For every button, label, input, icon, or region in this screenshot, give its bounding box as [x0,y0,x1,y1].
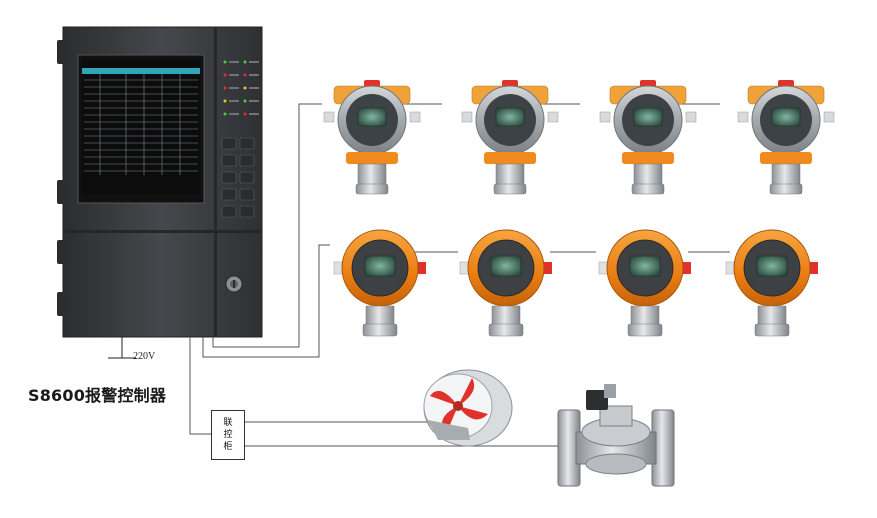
valve-icon [557,384,675,487]
linkage-char-2: 控 [223,430,233,440]
wiring [189,103,730,447]
linkage-char-3: 柜 [223,442,233,452]
linkage-cabinet-box: 联 控 柜 [211,410,245,460]
detector-gray-3 [599,79,697,195]
detector-orange-1 [333,229,427,337]
detector-gray-1 [323,79,421,195]
detector-gray-2 [461,79,559,195]
controller-cabinet [57,26,263,338]
detector-orange-3 [598,229,692,337]
ground-icon [108,337,136,359]
detector-gray-4 [737,79,835,195]
controller-screen [82,60,200,194]
detector-orange-2 [459,229,553,337]
indicator-led-panel [223,60,259,116]
controller-keypad [221,137,255,218]
power-label: 220V [133,351,156,362]
controller-label: S8600报警控制器 [28,386,167,405]
lock-icon [225,275,243,293]
detector-orange-4 [725,229,819,337]
linkage-char-1: 联 [223,418,233,428]
fan-icon [423,369,513,447]
